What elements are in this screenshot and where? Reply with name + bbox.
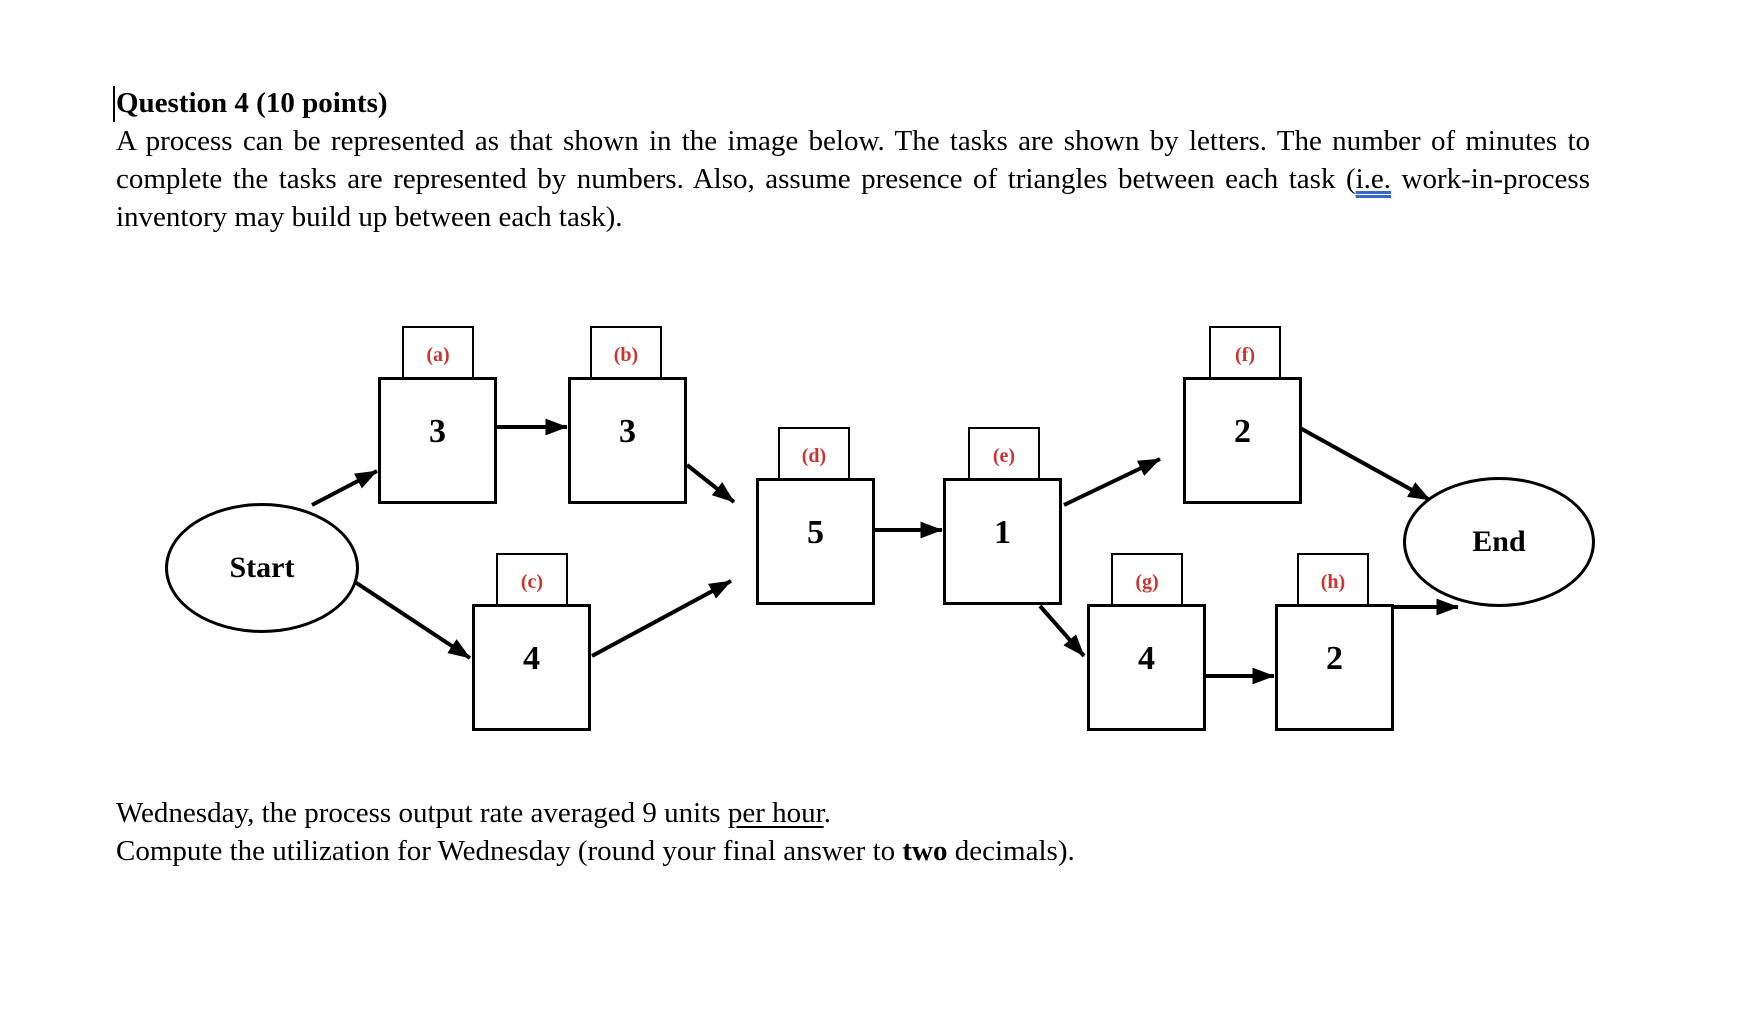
task-d-label: (d) xyxy=(801,445,827,467)
task-g-box: 4 xyxy=(1087,604,1206,731)
task-h-label: (h) xyxy=(1320,571,1346,593)
arrow-b-to-d xyxy=(685,463,736,504)
task-b-label: (b) xyxy=(613,344,639,366)
question-text-block: Question 4 (10 points) A process can be … xyxy=(116,84,1590,236)
task-e-label-tab: (e) xyxy=(968,427,1040,480)
footer-line-2: Compute the utilization for Wednesday (r… xyxy=(116,832,1590,870)
task-f-minutes: 2 xyxy=(1234,412,1251,450)
task-d-minutes: 5 xyxy=(807,513,824,551)
task-e-label: (e) xyxy=(992,445,1016,467)
task-a-minutes: 3 xyxy=(429,412,446,450)
question-paragraph: A process can be represented as that sho… xyxy=(116,122,1590,236)
footer-line2-end: decimals). xyxy=(947,835,1075,867)
arrow-start-to-a xyxy=(311,469,378,507)
paragraph-segment-after: work-in-process inventory may build up b… xyxy=(116,163,1590,233)
end-label: End xyxy=(1472,525,1526,558)
task-f-label-tab: (f) xyxy=(1209,326,1281,379)
task-g-minutes: 4 xyxy=(1138,639,1155,677)
text-cursor xyxy=(113,86,115,122)
task-b-box: 3 xyxy=(568,377,687,504)
task-f-box: 2 xyxy=(1183,377,1302,504)
footer-line2-segment: Compute the utilization for Wednesday (r… xyxy=(116,835,903,867)
start-label: Start xyxy=(229,551,295,584)
footer-per-hour-underlined: per hour xyxy=(727,797,824,829)
footer-line1-segment: Wednesday, the process output rate avera… xyxy=(116,797,728,829)
question-title: Question 4 (10 points) xyxy=(116,87,388,119)
task-b-minutes: 3 xyxy=(619,412,636,450)
task-a-label: (a) xyxy=(426,344,450,366)
task-e-box: 1 xyxy=(943,478,1062,605)
task-g-label: (g) xyxy=(1135,571,1159,593)
task-f-label: (f) xyxy=(1235,344,1255,366)
footer-line-1: Wednesday, the process output rate avera… xyxy=(116,794,1590,832)
arrow-e-to-g xyxy=(1038,604,1086,658)
task-a-label-tab: (a) xyxy=(402,326,474,379)
arrow-f-to-end xyxy=(1299,426,1431,502)
task-g-label-tab: (g) xyxy=(1111,553,1183,606)
task-b-label-tab: (b) xyxy=(590,326,662,379)
footer-text-block: Wednesday, the process output rate avera… xyxy=(116,794,1590,870)
arrow-start-to-c xyxy=(350,578,472,660)
task-d-label-tab: (d) xyxy=(778,427,850,480)
task-a-box: 3 xyxy=(378,377,497,504)
arrow-c-to-d xyxy=(591,579,732,658)
task-d-box: 5 xyxy=(756,478,875,605)
task-e-minutes: 1 xyxy=(994,513,1011,551)
ie-grammar-underlined-text: i.e. xyxy=(1355,163,1392,195)
task-h-minutes: 2 xyxy=(1326,639,1343,677)
footer-line1-period: . xyxy=(823,797,831,829)
end-node: End xyxy=(1403,477,1595,607)
task-c-box: 4 xyxy=(472,604,591,731)
paragraph-segment-before: A process can be represented as that sho… xyxy=(116,125,1590,195)
task-h-label-tab: (h) xyxy=(1297,553,1369,606)
start-node: Start xyxy=(165,503,359,633)
task-c-label: (c) xyxy=(520,571,544,593)
task-h-box: 2 xyxy=(1275,604,1394,731)
task-c-label-tab: (c) xyxy=(496,553,568,606)
footer-two-bold: two xyxy=(902,835,948,867)
task-c-minutes: 4 xyxy=(523,639,540,677)
arrow-e-to-f xyxy=(1063,457,1161,507)
